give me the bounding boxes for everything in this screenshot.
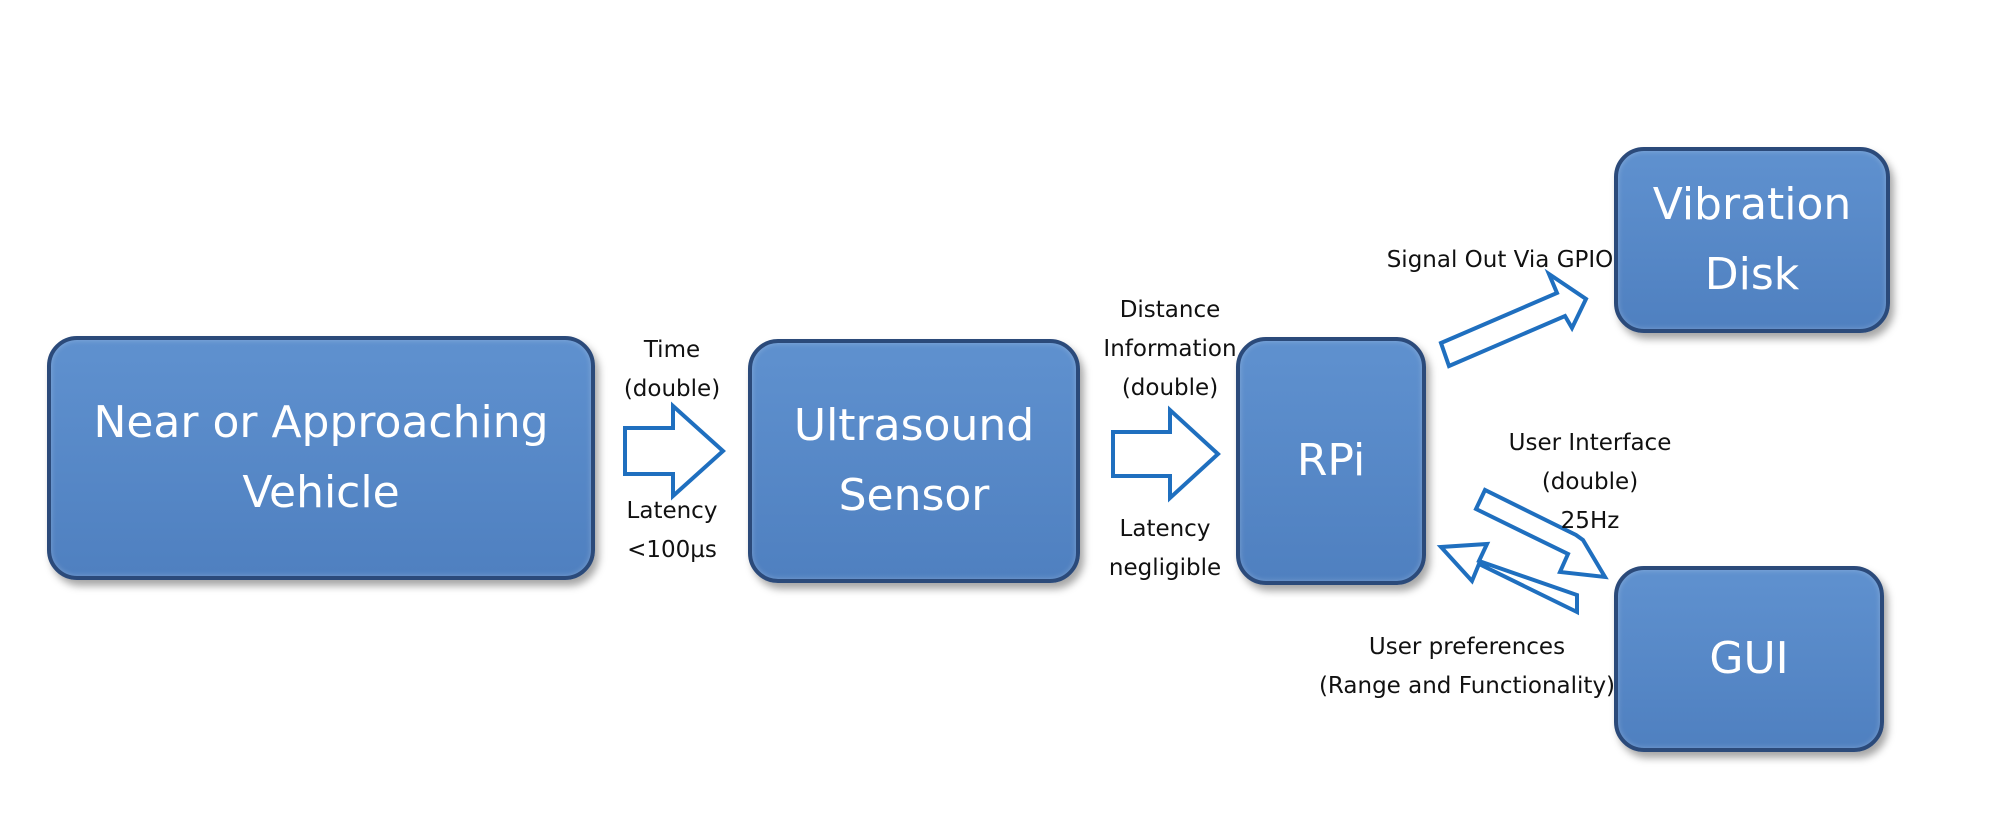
label-latency-sensor-line-1: Latency (626, 498, 718, 524)
block-vehicle: Near or Approaching Vehicle (47, 336, 595, 580)
label-time: Time (double) (592, 331, 752, 409)
block-sensor-line-1: Ultrasound (793, 400, 1035, 451)
label-latency-sensor: Latency <100µs (592, 492, 752, 570)
arrow-gui-to-rpi (1436, 541, 1579, 616)
label-user-preferences: User preferences (Range and Functionalit… (1302, 628, 1632, 706)
label-user-interface-line-3: 25Hz (1560, 508, 1620, 534)
label-time-line-2: (double) (623, 376, 721, 402)
block-vibration-disk: Vibration Disk (1614, 147, 1890, 333)
label-distance-line-1: Distance (1119, 297, 1221, 323)
label-latency-rpi-line-1: Latency (1119, 516, 1211, 542)
arrow-rpi-to-vibration-disk (1438, 268, 1589, 369)
block-sensor-line-2: Sensor (838, 470, 990, 521)
label-latency-rpi-line-2: negligible (1108, 555, 1222, 581)
label-time-line-1: Time (643, 337, 701, 363)
block-gui-line-1: GUI (1709, 633, 1789, 684)
label-latency-rpi: Latency negligible (1085, 510, 1245, 588)
label-user-preferences-line-2: (Range and Functionality) (1318, 673, 1616, 699)
block-vibration-line-1: Vibration (1652, 179, 1852, 230)
block-ultrasound-sensor: Ultrasound Sensor (748, 339, 1080, 583)
label-signal-out-line-1: Signal Out Via GPIO (1386, 247, 1614, 273)
block-vibration-line-2: Disk (1704, 249, 1800, 300)
label-latency-sensor-line-2: <100µs (627, 537, 717, 563)
label-user-interface-line-2: (double) (1541, 469, 1639, 495)
label-user-interface-line-1: User Interface (1508, 430, 1672, 456)
label-user-interface: User Interface (double) 25Hz (1470, 424, 1710, 541)
block-gui: GUI (1614, 566, 1884, 752)
block-vehicle-line-1: Near or Approaching (93, 397, 549, 448)
arrow-rpi-to-gui (1473, 487, 1609, 580)
block-rpi-line-1: RPi (1296, 435, 1366, 486)
arrow-vehicle-to-sensor (623, 401, 726, 501)
label-signal-out: Signal Out Via GPIO (1350, 241, 1650, 280)
label-distance-line-3: (double) (1121, 375, 1219, 401)
block-rpi: RPi (1236, 337, 1426, 585)
label-user-preferences-line-1: User preferences (1368, 634, 1566, 660)
label-distance-line-2: Information (1103, 336, 1237, 362)
block-vehicle-line-2: Vehicle (242, 467, 400, 518)
label-distance: Distance Information (double) (1070, 291, 1270, 408)
arrow-sensor-to-rpi (1111, 405, 1221, 503)
